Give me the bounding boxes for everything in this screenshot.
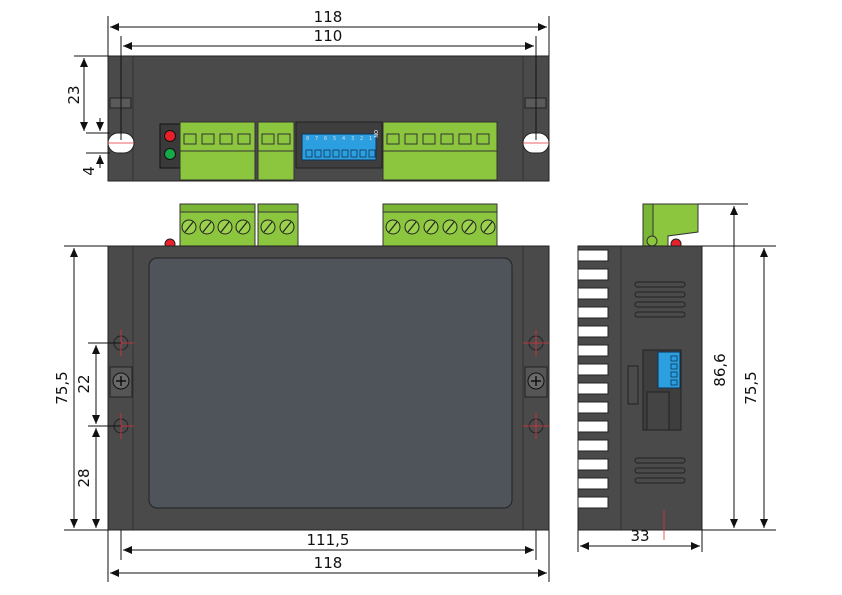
dim-side-body-height: 75,5	[742, 371, 760, 404]
dip-number: 1	[369, 136, 372, 142]
front-panel	[148, 257, 513, 509]
side-vent-slots	[634, 281, 686, 484]
dim-side-total-height: 86,6	[711, 353, 729, 386]
dim-top-overall-width: 118	[314, 8, 343, 26]
dim-top-height-23: 23	[65, 85, 83, 104]
dip-number: 7	[315, 136, 318, 142]
dim-front-overall-width: 118	[314, 554, 343, 572]
front-view	[107, 203, 550, 531]
led-red	[164, 130, 176, 142]
top-dip-on-label: ON	[372, 130, 378, 138]
top-dip-numbers: 8 7 6 5 4 3 2 1	[306, 136, 372, 142]
dim-front-hole-spacing-22: 22	[75, 374, 93, 393]
top-terminal-4pin-slots	[183, 133, 251, 145]
led-green	[164, 148, 176, 160]
dim-front-hole-offset-28: 28	[75, 468, 93, 487]
side-view	[577, 203, 703, 540]
front-dimensions	[64, 245, 550, 582]
top-dip-levers	[305, 149, 376, 158]
dip-number: 6	[324, 136, 327, 142]
dim-top-hole-spacing: 110	[314, 27, 343, 45]
dip-number: 3	[351, 136, 354, 142]
dip-number: 8	[306, 136, 309, 142]
dim-front-hole-spacing-width: 111,5	[307, 531, 350, 549]
dip-number: 4	[342, 136, 345, 142]
top-view: ON 8 7 6 5 4 3 2 1	[107, 55, 550, 182]
side-heatsink-fins	[577, 249, 609, 509]
side-dip-levers	[670, 355, 678, 386]
terminal-screw-slots	[184, 221, 493, 233]
dim-side-depth: 33	[630, 527, 649, 545]
top-terminal-6pin-slots	[386, 133, 490, 145]
side-dimensions	[577, 203, 776, 552]
dim-top-slot-4: 4	[80, 166, 98, 176]
dip-number: 5	[333, 136, 336, 142]
dip-number: 2	[360, 136, 363, 142]
terminal-top-edges	[179, 203, 498, 213]
top-terminal-2pin-slots	[261, 133, 291, 145]
top-dimensions	[74, 16, 550, 168]
dim-front-height: 75,5	[53, 371, 71, 404]
